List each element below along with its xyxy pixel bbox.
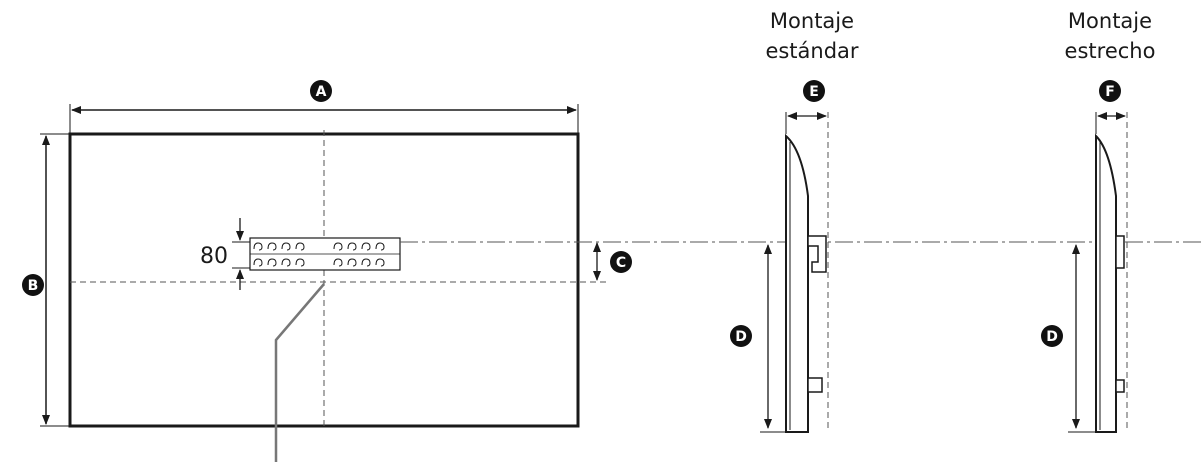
bracket-hook [295,258,305,267]
standard-mount-side-view: Montaje estándar [760,9,859,433]
bracket-hook [361,258,371,267]
bracket-hooks [253,242,385,267]
badge-e-label: E [809,84,819,100]
standard-mount-heading-line1: Montaje [770,9,854,33]
bracket-hook [253,242,263,251]
badge-f-label: F [1105,84,1115,100]
bracket-hook [375,258,385,267]
bracket-hook [375,242,385,251]
standard-wall-bracket [807,235,827,273]
bracket-hook [361,242,371,251]
bracket-hook [281,242,291,251]
bracket-hook [267,258,277,267]
badge-a: A [310,80,332,102]
standard-mount-heading-line2: estándar [765,39,858,63]
badge-d-slim: D [1041,325,1063,347]
badge-d-standard: D [730,325,752,347]
bracket-hook [267,242,277,251]
center-point-leader [274,283,325,462]
bracket-hook [253,258,263,267]
bracket-hook [333,258,343,267]
slim-mount-side-view: Montaje estrecho [1065,9,1156,433]
bracket-hook [295,242,305,251]
bracket-hook [333,242,343,251]
slim-tv-profile [1095,133,1117,433]
front-view: 80 [40,104,608,462]
standard-tv-profile [785,133,809,433]
badge-d-slim-label: D [1046,329,1058,345]
slim-mount-heading-line1: Montaje [1068,9,1152,33]
badge-b-label: B [28,278,39,294]
badge-e: E [803,80,825,102]
badge-c-label: C [616,255,626,271]
badge-a-label: A [316,84,327,100]
badge-f: F [1099,80,1121,102]
standard-lower-spacer [807,377,823,393]
bracket-hook [281,258,291,267]
bracket-dimension-label: 80 [200,244,228,269]
mounting-bracket [249,237,401,271]
slim-lower-spacer [1115,379,1125,393]
slim-mount-heading-line2: estrecho [1065,39,1156,63]
badge-b: B [22,274,44,296]
slim-wall-bracket [1115,235,1125,269]
bracket-hook [347,258,357,267]
badge-d-standard-label: D [735,329,747,345]
bracket-hook [347,242,357,251]
badge-c: C [610,251,632,273]
